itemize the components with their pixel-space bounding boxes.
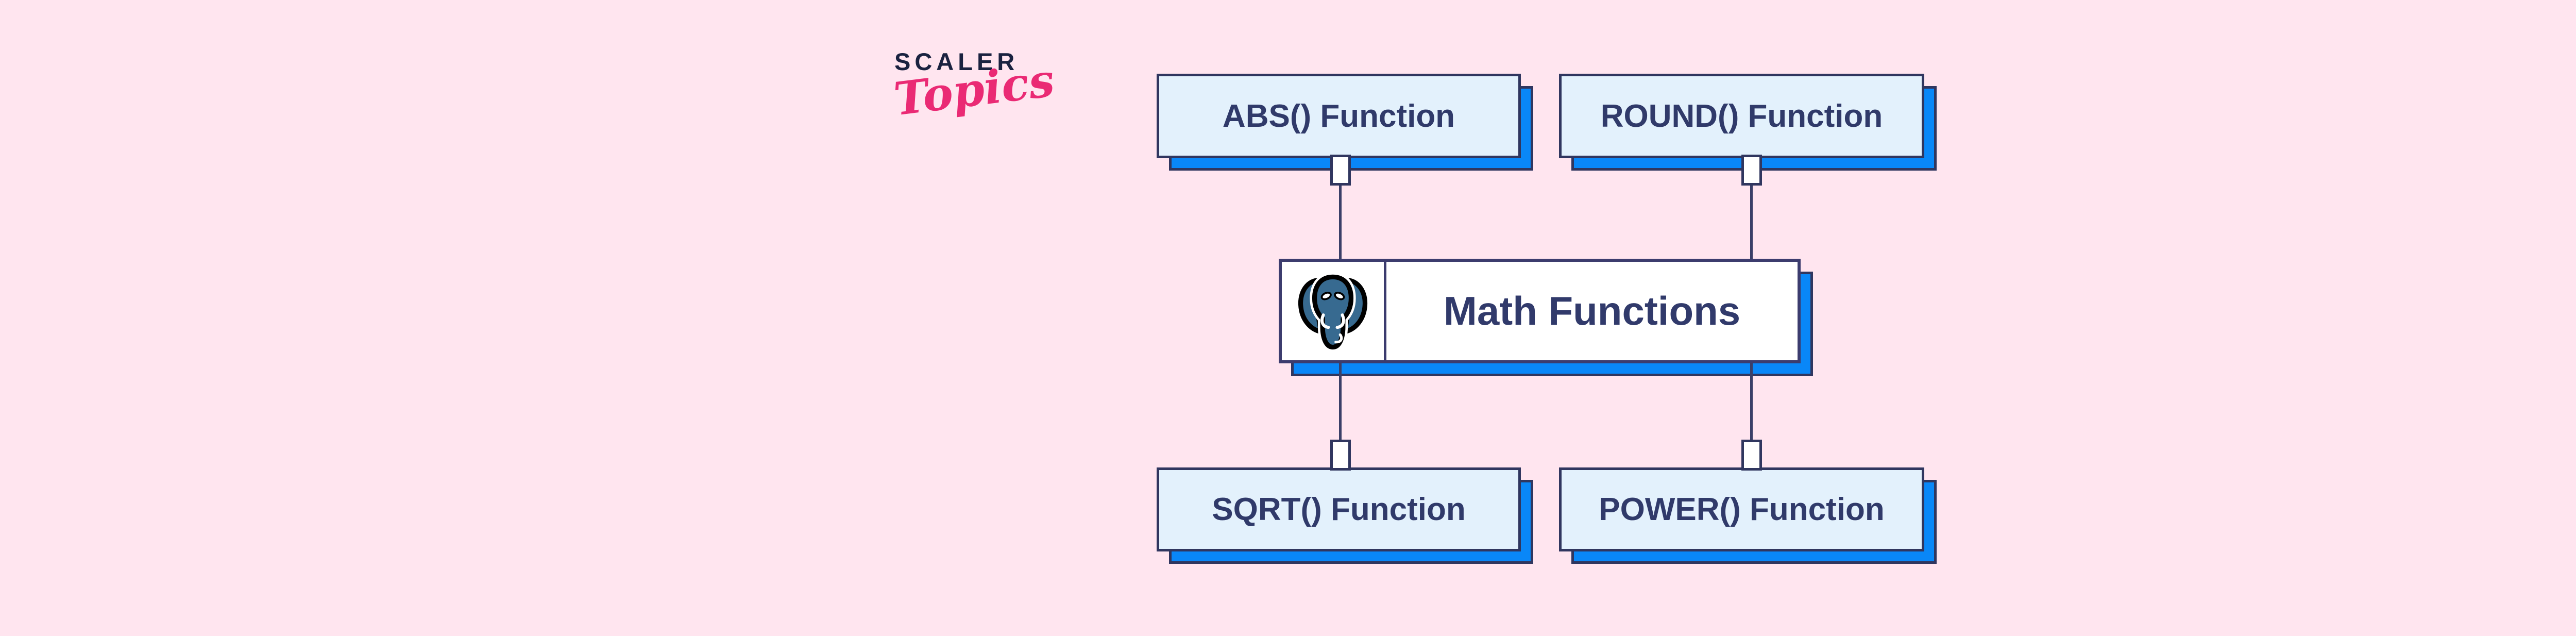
edge-top-left [1339,175,1342,262]
postgresql-logo-cell [1282,262,1386,360]
node-sqrt-function: SQRT() Function [1157,467,1521,551]
node-label: ABS() Function [1222,98,1455,134]
center-title-cell: Math Functions [1386,262,1798,360]
edge-top-right [1750,175,1753,262]
stub-sqrt [1330,440,1351,471]
node-power-function: POWER() Function [1559,467,1924,551]
node-label: SQRT() Function [1212,492,1466,527]
node-math-functions: Math Functions [1279,259,1801,363]
postgresql-elephant-icon [1298,272,1368,352]
node-abs-function: ABS() Function [1157,74,1521,158]
stub-round [1741,155,1762,186]
node-label: POWER() Function [1599,492,1885,527]
scaler-topics-logo: SCALER Topics [891,48,1058,126]
edge-bottom-right [1750,361,1753,446]
stub-power [1741,440,1762,471]
center-title: Math Functions [1443,288,1741,333]
node-label: ROUND() Function [1600,98,1883,134]
stub-abs [1330,155,1351,186]
brand-name: SCALER [894,48,1019,75]
node-round-function: ROUND() Function [1559,74,1924,158]
edge-bottom-left [1339,361,1342,446]
